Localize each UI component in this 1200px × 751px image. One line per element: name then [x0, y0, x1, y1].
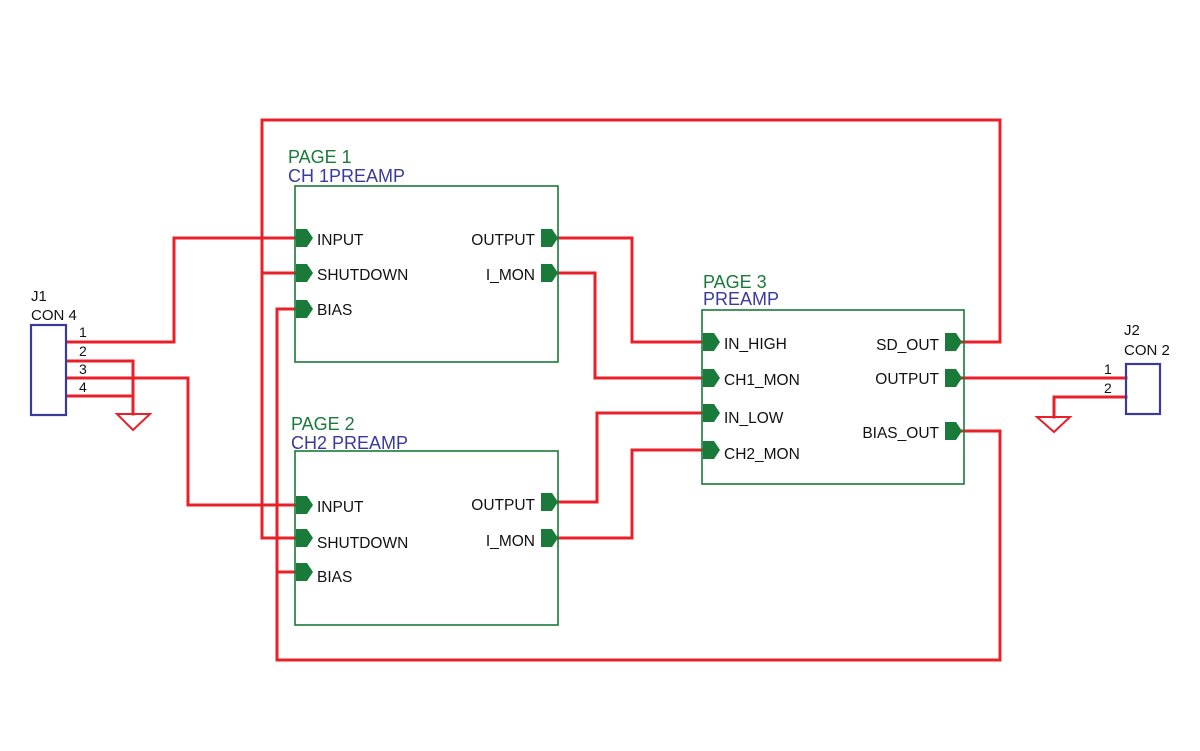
- port-flag-ch2-bias: [296, 563, 313, 581]
- connector-j2[interactable]: J2 CON 2 1 2: [1104, 322, 1170, 416]
- port-flag-sd-out: [945, 333, 962, 351]
- page1-block-name: CH 1PREAMP: [288, 166, 405, 186]
- j1-pin-1: 1: [79, 324, 87, 340]
- wire-j2-pin2-to-ground: [1052, 395, 1128, 419]
- wire-j1-pin2-to-ground: [66, 359, 135, 416]
- port-label-ch2-shutdown: SHUTDOWN: [317, 535, 408, 552]
- wire-ch2-imon-to-ch2-mon: [556, 448, 706, 540]
- port-flag-in-high: [703, 333, 720, 351]
- port-flag-ch2-mon: [703, 441, 720, 459]
- port-flag-ch2-i-mon: [541, 529, 558, 547]
- wire-j1-pin1-to-ch1-input: [66, 236, 298, 344]
- port-flag-ch1-mon: [703, 369, 720, 387]
- port-label-sd-out: SD_OUT: [876, 337, 939, 354]
- port-label-bias-out: BIAS_OUT: [862, 425, 939, 442]
- port-label-output: OUTPUT: [875, 371, 939, 388]
- port-label-in-low: IN_LOW: [724, 410, 784, 427]
- port-flag-ch2-input: [296, 496, 313, 514]
- page1-block-border: [294, 185, 559, 363]
- wire-ch2-output-to-in-low: [556, 411, 706, 504]
- page2-block-name: CH2 PREAMP: [291, 433, 408, 453]
- j2-pin-1: 1: [1104, 361, 1112, 377]
- port-flag-in-low: [703, 404, 720, 422]
- port-label-ch2-output: OUTPUT: [471, 497, 535, 514]
- j1-pin-4: 4: [79, 379, 87, 395]
- wires: [66, 118, 1128, 662]
- j1-ref-label: J1: [31, 288, 47, 305]
- port-label-ch1-i-mon: I_MON: [486, 267, 535, 284]
- wire-sd-out-to-shutdown: [260, 118, 1002, 540]
- ground-symbol-j2: [1034, 416, 1073, 434]
- port-label-ch1-mon: CH1_MON: [724, 372, 800, 389]
- ground-symbol-j1: [114, 413, 153, 432]
- j2-ref-label: J2: [1124, 322, 1140, 339]
- port-flag-ch1-bias: [296, 300, 313, 318]
- block-page2[interactable]: PAGE 2 CH2 PREAMP INPUT SHUTDOWN BIAS OU…: [291, 414, 559, 626]
- block-page3[interactable]: PAGE 3 PREAMP IN_HIGH CH1_MON IN_LOW CH2…: [701, 272, 965, 485]
- page1-page-label: PAGE 1: [288, 147, 352, 167]
- j2-body: [1124, 362, 1162, 416]
- j2-pin-2: 2: [1104, 380, 1112, 396]
- page3-page-label: PAGE 3: [703, 272, 767, 292]
- j1-pin-3: 3: [79, 361, 87, 377]
- port-label-ch1-output: OUTPUT: [471, 232, 535, 249]
- port-flag-output: [945, 369, 962, 387]
- port-label-ch2-mon: CH2_MON: [724, 446, 800, 463]
- j1-type-label: CON 4: [31, 307, 77, 324]
- connector-j1[interactable]: J1 CON 4 1 2 3 4: [29, 288, 87, 417]
- port-flag-ch1-input: [296, 229, 313, 247]
- block-page1[interactable]: PAGE 1 CH 1PREAMP INPUT SHUTDOWN BIAS OU…: [288, 147, 559, 363]
- port-flag-ch2-output: [541, 493, 558, 511]
- wire-bias-out-to-bias: [275, 307, 1002, 662]
- port-label-ch1-shutdown: SHUTDOWN: [317, 267, 408, 284]
- page3-block-border: [701, 309, 965, 485]
- wire-j1-pin3-to-ch2-input: [66, 376, 298, 507]
- port-label-ch2-input: INPUT: [317, 499, 364, 516]
- port-label-ch1-input: INPUT: [317, 232, 364, 249]
- port-label-ch2-i-mon: I_MON: [486, 533, 535, 550]
- port-flag-ch1-output: [541, 229, 558, 247]
- port-label-in-high: IN_HIGH: [724, 336, 787, 353]
- page2-page-label: PAGE 2: [291, 414, 355, 434]
- j2-type-label: CON 2: [1124, 342, 1170, 359]
- port-label-ch1-bias: BIAS: [317, 302, 352, 319]
- wire-ch1-imon-to-ch1-mon: [556, 271, 706, 380]
- port-flag-bias-out: [945, 422, 962, 440]
- port-flag-ch2-shutdown: [296, 529, 313, 547]
- port-flag-ch1-i-mon: [541, 264, 558, 282]
- port-flag-ch1-shutdown: [296, 264, 313, 282]
- j1-pin-2: 2: [79, 343, 87, 359]
- port-label-ch2-bias: BIAS: [317, 569, 352, 586]
- page3-block-name: PREAMP: [703, 289, 779, 309]
- wire-ch1-output-to-in-high: [556, 236, 706, 344]
- j1-body: [29, 323, 68, 417]
